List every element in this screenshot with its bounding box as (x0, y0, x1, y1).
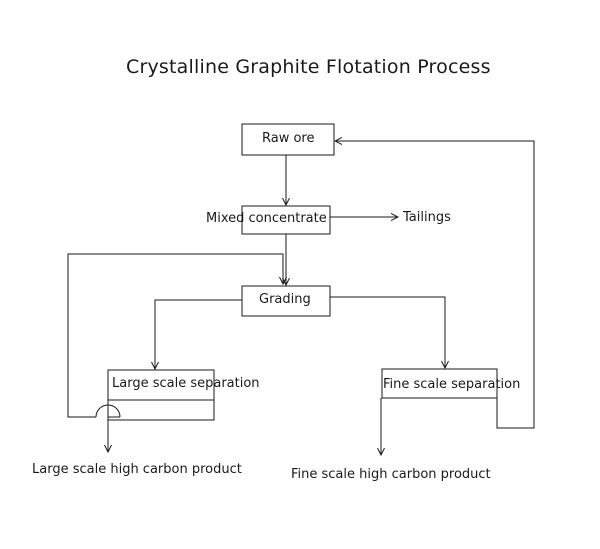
loop-fine-to-raw (335, 141, 535, 429)
arrow-grading-to-large (155, 299, 242, 369)
tailings-label: Tailings (403, 210, 451, 225)
mixed-concentrate-label: Mixed concentrate (206, 211, 327, 226)
arrow-grading-to-fine (330, 296, 445, 368)
grading-label: Grading (259, 292, 311, 307)
large-scale-separation-box (107, 369, 215, 421)
fine-scale-separation-label: Fine scale separation (383, 377, 521, 392)
loop-large-to-grading (67, 253, 283, 418)
raw-ore-label: Raw ore (262, 131, 315, 146)
large-scale-separation-label: Large scale separation (112, 376, 260, 391)
diagram-title: Crystalline Graphite Flotation Process (126, 56, 491, 78)
large-product-label: Large scale high carbon product (32, 462, 242, 477)
fine-scale-separation-box (381, 368, 498, 399)
line-jump-arc (95, 404, 121, 418)
fine-product-label: Fine scale high carbon product (291, 467, 491, 482)
grading-box (241, 285, 331, 317)
